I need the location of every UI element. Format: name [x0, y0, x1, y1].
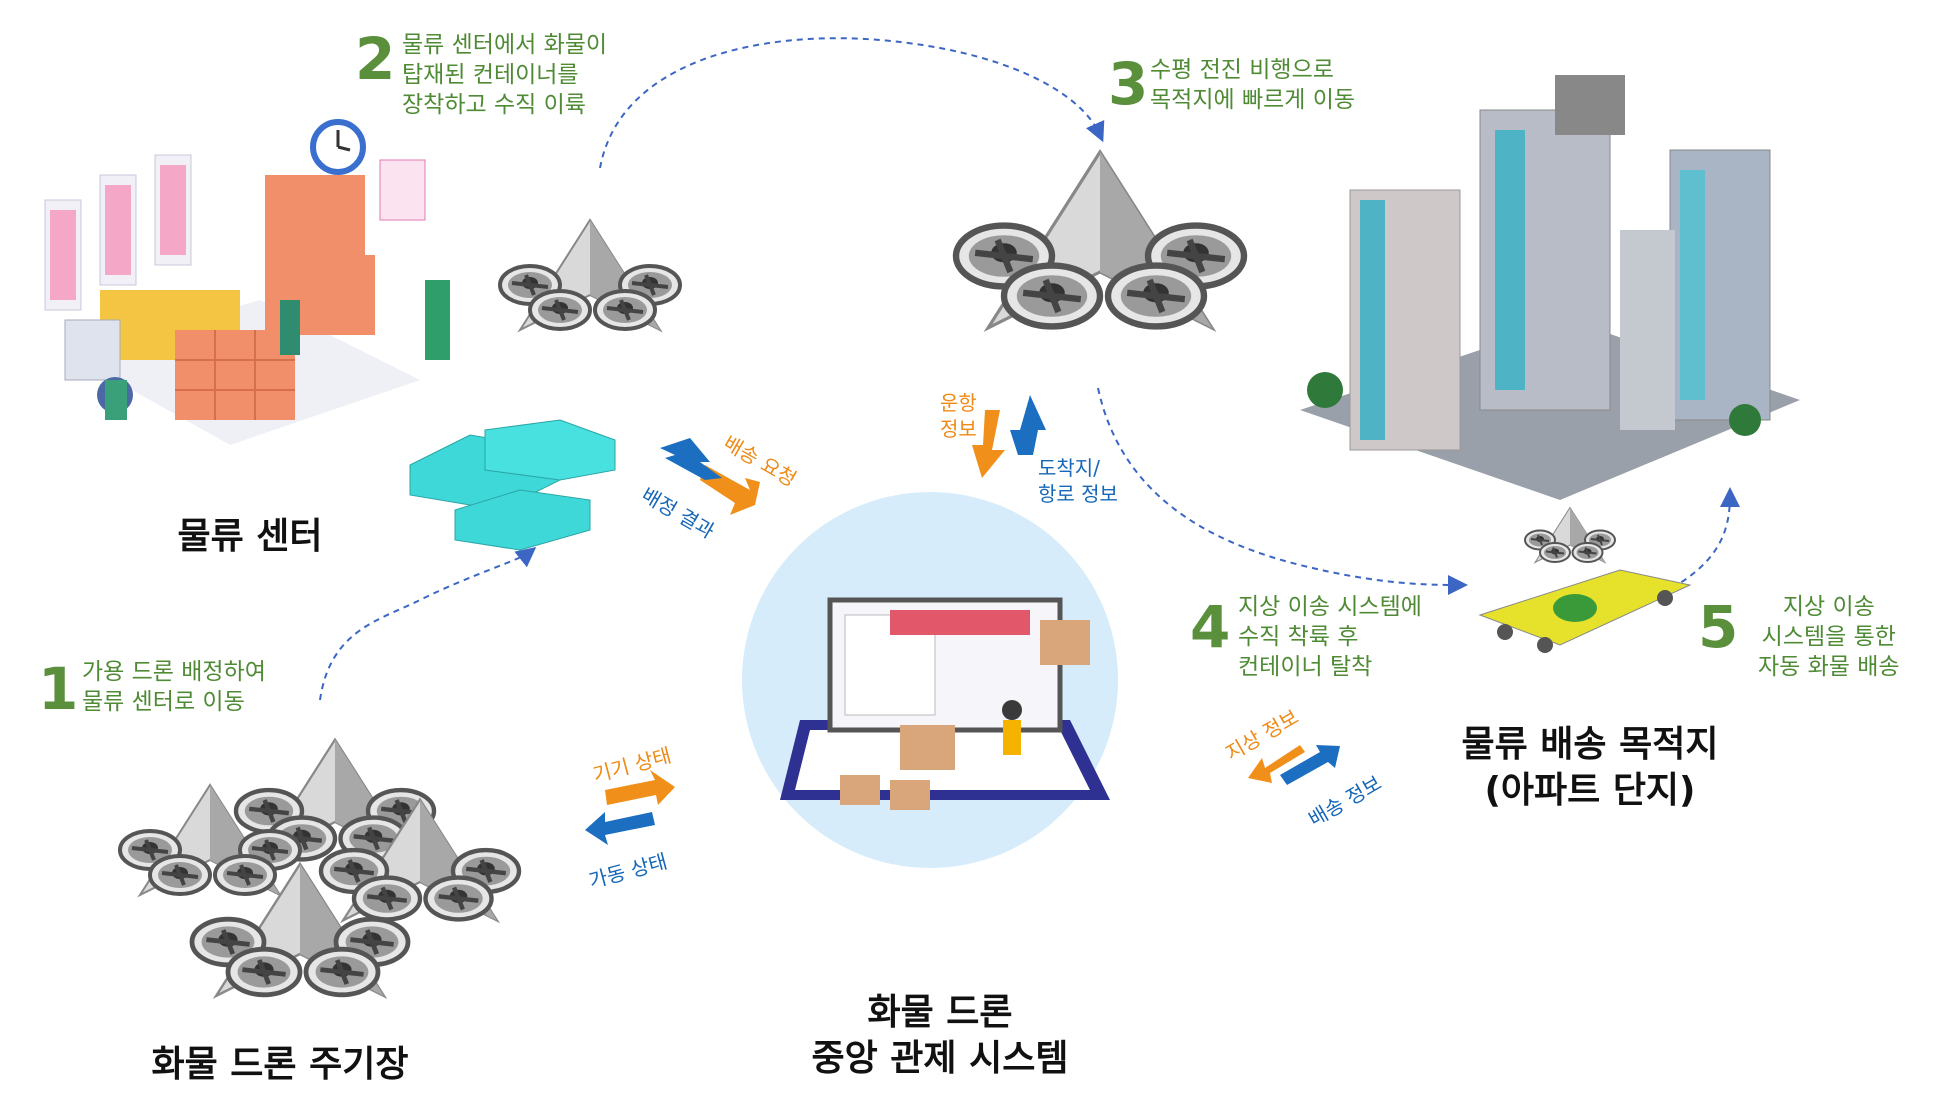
drone-fleet — [120, 740, 519, 997]
arrows-drone-control — [972, 395, 1046, 478]
route-path-4 — [1671, 487, 1740, 589]
route-path-2 — [599, 37, 1105, 169]
route-path-1 — [319, 547, 537, 701]
control-laptop-illustration — [780, 597, 1110, 810]
step-3-text: 수평 전진 비행으로 목적지에 빠르게 이동 — [1150, 57, 1356, 113]
warehouse-illustration — [44, 119, 450, 445]
drone-base-title: 화물 드론 주기장 — [151, 1044, 409, 1085]
cargo-drone-icon — [500, 220, 680, 330]
route-path-3 — [1097, 387, 1468, 595]
step-1-number: 1 — [38, 655, 79, 723]
arrows-center-control — [660, 438, 760, 515]
ground-transport-vehicle-icon — [1478, 508, 1692, 653]
step-1-text: 가용 드론 배정하여 물류 센터로 이동 — [82, 659, 266, 715]
route-info-label: 도착지/ 항로 정보 — [1038, 456, 1118, 506]
arrows-base-control — [585, 770, 675, 845]
cargo-drone-large — [956, 152, 1244, 328]
step-2-text: 물류 센터에서 화물이 탑재된 컨테이너를 장착하고 수직 이륙 — [402, 32, 608, 118]
logistics-center-title: 물류 센터 — [177, 516, 323, 557]
arrows-control-destination — [1248, 745, 1340, 785]
apartment-buildings-illustration — [1300, 75, 1800, 500]
control-system-title: 화물 드론 중앙 관제 시스템 — [811, 992, 1069, 1079]
step-5-number: 5 — [1698, 593, 1739, 661]
step-5-text: 지상 이송 시스템을 통한 자동 화물 배송 — [1758, 594, 1900, 680]
flight-info-label: 운항 정보 — [940, 391, 977, 441]
step-3-number: 3 — [1108, 50, 1149, 118]
destination-title: 물류 배송 목적지 (아파트 단지) — [1461, 724, 1719, 811]
cargo-container-icon — [409, 419, 616, 551]
step-4-text: 지상 이송 시스템에 수직 착륙 후 컨테이너 탈착 — [1238, 594, 1422, 680]
step-2-number: 2 — [355, 25, 396, 93]
step-4-number: 4 — [1190, 593, 1231, 661]
